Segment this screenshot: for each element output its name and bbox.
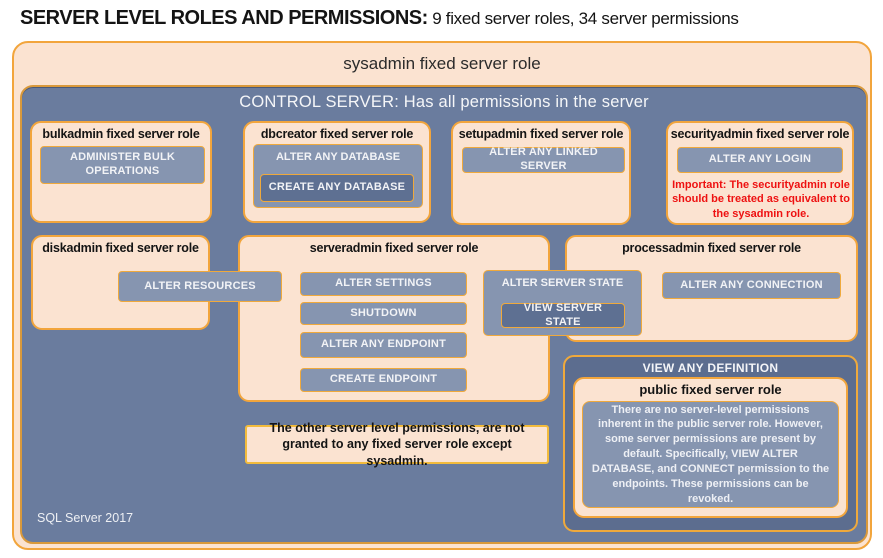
public-role-title: public fixed server role bbox=[639, 382, 782, 397]
dbcreator-role-title: dbcreator fixed server role bbox=[260, 127, 414, 141]
permission-alter-resources: ALTER RESOURCES bbox=[118, 271, 282, 302]
permission-alter-any-connection: ALTER ANY CONNECTION bbox=[662, 272, 841, 299]
permission-alter-any-login: ALTER ANY LOGIN bbox=[677, 147, 843, 173]
permission-alter-any-database-label: ALTER ANY DATABASE bbox=[275, 151, 401, 163]
public-role-description: There are no server-level permissions in… bbox=[582, 401, 839, 508]
permission-alter-any-linked-server: ALTER ANY LINKED SERVER bbox=[462, 146, 625, 173]
permission-administer-bulk-operations: ADMINISTER BULK OPERATIONS bbox=[40, 146, 205, 184]
permission-alter-any-endpoint: ALTER ANY ENDPOINT bbox=[300, 332, 467, 358]
bulkadmin-role-box: bulkadmin fixed server role ADMINISTER B… bbox=[30, 121, 212, 223]
sysadmin-role-title: sysadmin fixed server role bbox=[343, 54, 541, 73]
bulkadmin-role-title: bulkadmin fixed server role bbox=[42, 127, 200, 141]
permission-view-any-definition: VIEW ANY DEFINITION bbox=[642, 361, 779, 375]
diskadmin-role-title: diskadmin fixed server role bbox=[42, 241, 199, 255]
permission-view-server-state: VIEW SERVER STATE bbox=[501, 302, 625, 328]
serveradmin-role-box: serveradmin fixed server role ALTER SETT… bbox=[238, 235, 550, 402]
other-permissions-note: The other server level permissions, are … bbox=[245, 421, 549, 468]
page-title: SERVER LEVEL ROLES AND PERMISSIONS: 9 fi… bbox=[20, 7, 739, 30]
securityadmin-role-box: securityadmin fixed server role ALTER AN… bbox=[666, 121, 854, 225]
page-title-main: SERVER LEVEL ROLES AND PERMISSIONS: bbox=[20, 7, 428, 29]
sql-server-version-label: SQL Server 2017 bbox=[37, 511, 134, 525]
page-title-subtitle: 9 fixed server roles, 34 server permissi… bbox=[427, 9, 739, 28]
permission-create-any-database: CREATE ANY DATABASE bbox=[260, 174, 414, 202]
permission-alter-server-state-label: ALTER SERVER STATE bbox=[501, 277, 624, 289]
public-role-box: public fixed server role There are no se… bbox=[573, 377, 848, 518]
permission-create-endpoint: CREATE ENDPOINT bbox=[300, 368, 467, 392]
permission-alter-server-state: ALTER SERVER STATE VIEW SERVER STATE bbox=[483, 270, 642, 336]
control-server-title: CONTROL SERVER: Has all permissions in t… bbox=[239, 93, 649, 111]
view-any-definition-box: VIEW ANY DEFINITION public fixed server … bbox=[563, 355, 858, 532]
dbcreator-role-box: dbcreator fixed server role ALTER ANY DA… bbox=[243, 121, 431, 223]
serveradmin-role-title: serveradmin fixed server role bbox=[309, 241, 479, 255]
permission-alter-settings: ALTER SETTINGS bbox=[300, 272, 467, 296]
securityadmin-warning-text: Important: The securityadmin role should… bbox=[672, 179, 850, 220]
permission-alter-any-database: ALTER ANY DATABASE CREATE ANY DATABASE bbox=[253, 144, 423, 208]
setupadmin-role-title: setupadmin fixed server role bbox=[458, 127, 624, 141]
setupadmin-role-box: setupadmin fixed server role ALTER ANY L… bbox=[451, 121, 631, 225]
permission-shutdown: SHUTDOWN bbox=[300, 302, 467, 325]
processadmin-role-title: processadmin fixed server role bbox=[622, 241, 801, 255]
securityadmin-role-title: securityadmin fixed server role bbox=[670, 127, 850, 141]
